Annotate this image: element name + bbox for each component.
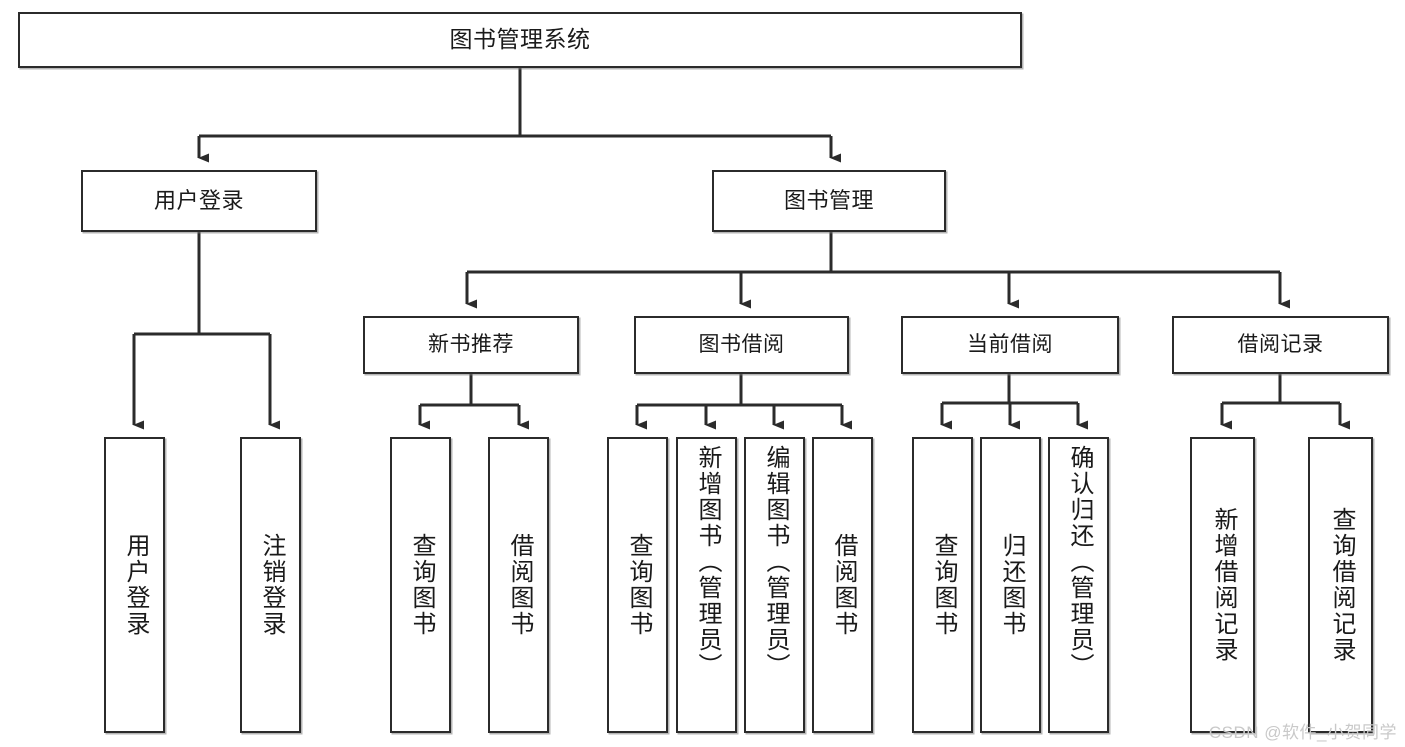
- node-current-borrow[interactable]: 当前借阅: [901, 316, 1119, 374]
- node-book-borrow[interactable]: 图书借阅: [634, 316, 849, 374]
- node-label: 当前借阅: [967, 332, 1053, 356]
- node-leaf-query-book-borrow[interactable]: 查询图书: [607, 437, 668, 733]
- node-borrow-record[interactable]: 借阅记录: [1172, 316, 1389, 374]
- node-label: 编辑图书（管理员）: [761, 445, 789, 679]
- node-label: 借阅图书: [505, 533, 533, 637]
- node-leaf-confirm-return-admin[interactable]: 确认归还（管理员）: [1048, 437, 1109, 733]
- node-label: 图书管理: [783, 188, 874, 214]
- node-label: 用户登录: [153, 188, 244, 214]
- node-label: 查询图书: [407, 533, 435, 637]
- node-root-book-management-system[interactable]: 图书管理系统: [18, 12, 1022, 68]
- node-label: 图书管理系统: [449, 26, 591, 53]
- node-leaf-borrow-book-recommend[interactable]: 借阅图书: [488, 437, 549, 733]
- node-leaf-add-book-admin[interactable]: 新增图书（管理员）: [676, 437, 737, 733]
- node-label: 注销登录: [257, 533, 285, 637]
- node-label: 新增图书（管理员）: [693, 445, 721, 679]
- node-user-login[interactable]: 用户登录: [81, 170, 317, 232]
- node-leaf-return-book[interactable]: 归还图书: [980, 437, 1041, 733]
- node-label: 借阅图书: [829, 533, 857, 637]
- node-leaf-logout[interactable]: 注销登录: [240, 437, 301, 733]
- node-label: 新书推荐: [428, 332, 514, 356]
- node-label: 查询借阅记录: [1327, 507, 1355, 663]
- node-leaf-borrow-book-borrow[interactable]: 借阅图书: [812, 437, 873, 733]
- node-label: 查询图书: [929, 533, 957, 637]
- node-new-book-recommend[interactable]: 新书推荐: [363, 316, 579, 374]
- node-label: 用户登录: [121, 533, 149, 637]
- node-leaf-user-login[interactable]: 用户登录: [104, 437, 165, 733]
- csdn-watermark: CSDN @软件_小贺同学: [1208, 723, 1397, 742]
- node-label: 图书借阅: [698, 332, 785, 356]
- node-leaf-query-borrow-record[interactable]: 查询借阅记录: [1308, 437, 1373, 733]
- node-label: 归还图书: [997, 533, 1025, 637]
- node-leaf-edit-book-admin[interactable]: 编辑图书（管理员）: [744, 437, 805, 733]
- node-label: 确认归还（管理员）: [1065, 445, 1093, 679]
- node-book-management[interactable]: 图书管理: [712, 170, 946, 232]
- node-leaf-query-book-recommend[interactable]: 查询图书: [390, 437, 451, 733]
- node-leaf-query-book-current[interactable]: 查询图书: [912, 437, 973, 733]
- node-label: 查询图书: [624, 533, 652, 637]
- node-label: 新增借阅记录: [1209, 507, 1237, 663]
- node-label: 借阅记录: [1237, 332, 1324, 356]
- node-leaf-add-borrow-record[interactable]: 新增借阅记录: [1190, 437, 1255, 733]
